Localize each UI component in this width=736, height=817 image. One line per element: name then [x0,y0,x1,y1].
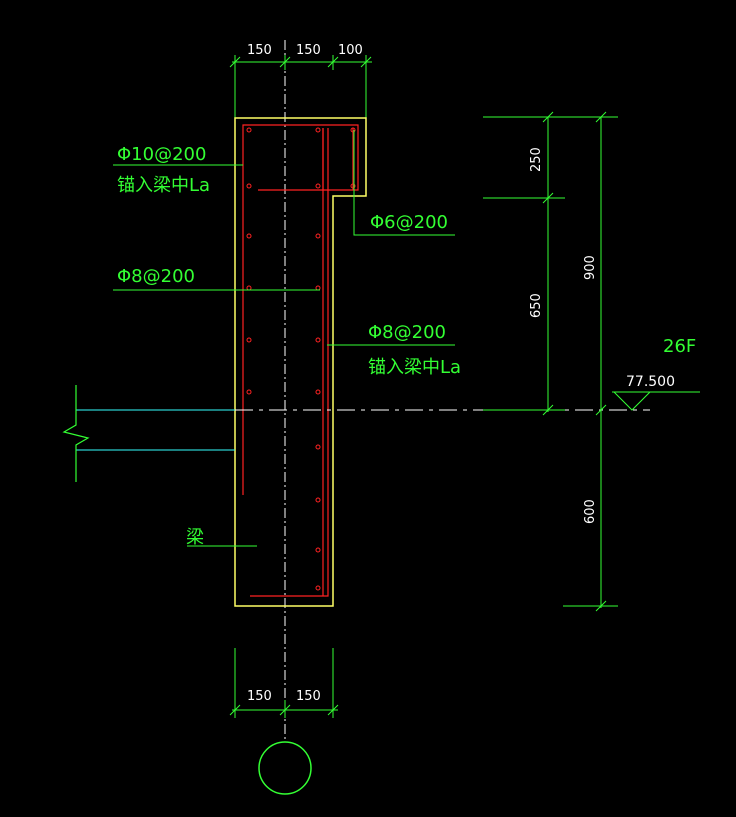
leader-lines [113,130,455,547]
axis-bubble [258,741,312,795]
elevation-label: 77.500 [626,374,675,390]
elevation-marker [612,391,700,411]
top-dim-3: 100 [338,43,363,58]
dim-250: 250 [529,147,544,172]
concrete-outline [234,117,367,607]
anchor-label-mid-right: 锚入梁中La [368,357,461,378]
top-dim-2: 150 [296,43,321,58]
beam-label: 梁 [186,527,204,548]
rebar-label-mid-left: Φ8@200 [117,266,195,287]
dim-650: 650 [529,293,544,318]
rebar-dots [246,127,356,591]
slab-lines [76,409,235,451]
right-dimension [483,111,618,612]
dim-600: 600 [583,499,598,524]
rebar-label-stirrup: Φ6@200 [370,212,448,233]
bottom-dim-2: 150 [296,689,321,704]
floor-label: 26F [663,336,696,357]
top-dim-1: 150 [247,43,272,58]
dim-900: 900 [583,255,598,280]
anchor-label-top-left: 锚入梁中La [117,175,210,196]
rebar-label-top-left: Φ10@200 [117,144,206,165]
top-dimension [229,55,372,120]
rebar-label-mid-right: Φ8@200 [368,322,446,343]
rebar-lines [242,124,359,597]
break-symbol [62,385,90,482]
bottom-dimension [229,648,339,718]
bottom-dim-1: 150 [247,689,272,704]
